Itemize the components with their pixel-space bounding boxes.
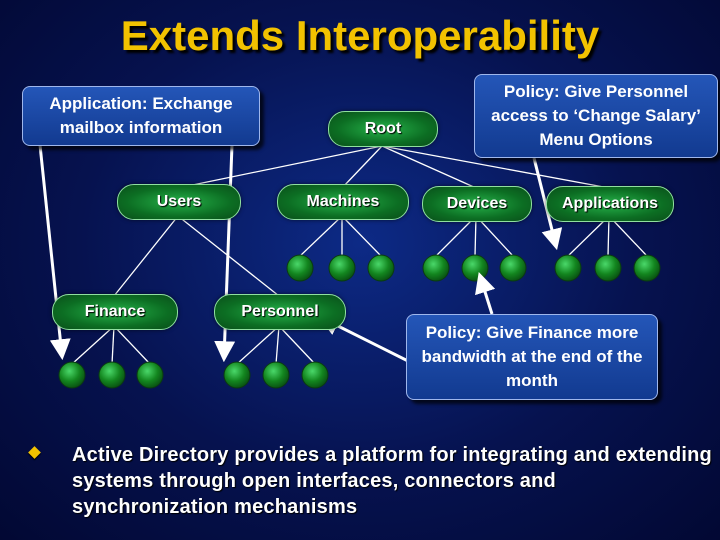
leaf-nodes <box>58 254 661 389</box>
node-users[interactable]: Users <box>117 184 241 220</box>
leaf-node <box>58 361 86 389</box>
leaf-node <box>223 361 251 389</box>
node-root[interactable]: Root <box>328 111 438 147</box>
bullet-text: Active Directory provides a platform for… <box>72 444 712 518</box>
leaf-node <box>499 254 527 282</box>
leaf-node <box>98 361 126 389</box>
edge-root-users <box>177 145 383 189</box>
leaf-node <box>136 361 164 389</box>
tree-connectors <box>71 145 648 365</box>
edge-devices-leaf <box>475 215 514 257</box>
edge-root-devices <box>381 145 477 189</box>
edge-root-applications <box>381 145 610 189</box>
edge-devices-leaf <box>474 215 477 257</box>
edge-finance-leaf <box>111 325 115 365</box>
callout-exchange-application: Application: Exchange mailbox informatio… <box>22 86 260 146</box>
edge-applications-leaf <box>608 215 648 257</box>
edge-personnel-leaf <box>236 325 280 365</box>
leaf-node <box>554 254 582 282</box>
node-applications[interactable]: Applications <box>546 186 674 222</box>
edge-finance-leaf <box>71 325 115 365</box>
leaf-node <box>633 254 661 282</box>
edge-root-machines <box>341 145 383 189</box>
edge-finance-leaf <box>113 325 151 365</box>
edge-applications-leaf <box>567 215 610 257</box>
node-devices[interactable]: Devices <box>422 186 532 222</box>
edge-applications-leaf <box>607 215 610 257</box>
edge-machines-leaf <box>341 215 382 257</box>
leaf-node <box>594 254 622 282</box>
leaf-node <box>301 361 329 389</box>
node-finance[interactable]: Finance <box>52 294 178 330</box>
leaf-node <box>262 361 290 389</box>
edge-users-finance <box>113 215 179 297</box>
edge-personnel-leaf <box>275 325 280 365</box>
slide-title: Extends Interoperability <box>120 12 600 59</box>
edge-devices-leaf <box>435 215 477 257</box>
node-personnel[interactable]: Personnel <box>214 294 346 330</box>
edge-machines-leaf <box>299 215 343 257</box>
callout-personnel-policy: Policy: Give Personnel access to ‘Change… <box>474 74 718 158</box>
leaf-node <box>461 254 489 282</box>
leaf-node <box>422 254 450 282</box>
leaf-node <box>328 254 356 282</box>
arrow-personnel-policy-to-applications <box>532 157 563 251</box>
arrow-finance-policy-to-devices <box>475 271 496 315</box>
node-machines[interactable]: Machines <box>277 184 409 220</box>
edge-personnel-leaf <box>278 325 316 365</box>
callout-finance-policy: Policy: Give Finance more bandwidth at t… <box>406 314 658 400</box>
leaf-node <box>367 254 395 282</box>
leaf-node <box>286 254 314 282</box>
